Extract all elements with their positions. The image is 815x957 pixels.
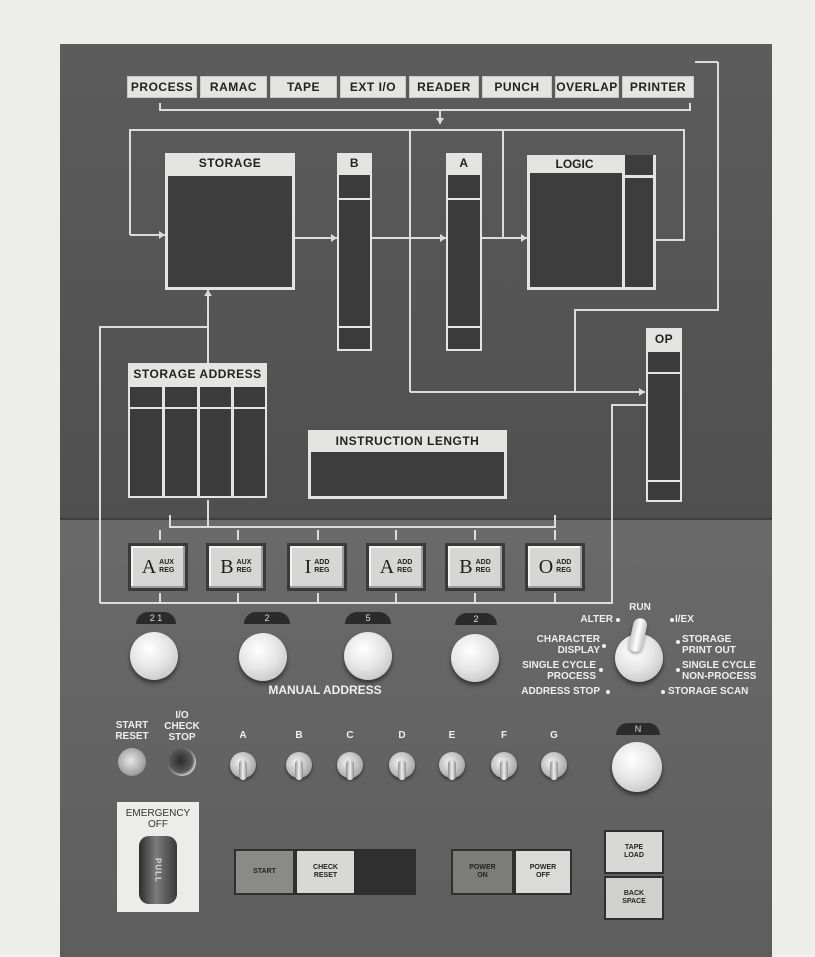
- tab-ext-io: EXT I/O: [340, 76, 406, 98]
- manual-address-knob-2[interactable]: [239, 633, 287, 681]
- mode-address-stop-label: ADDRESS STOP: [521, 686, 600, 697]
- toggle-d-label: D: [398, 730, 406, 741]
- manual-address-label: MANUAL ADDRESS: [268, 683, 382, 697]
- blank-button[interactable]: [356, 849, 416, 895]
- instruction-length-display: [308, 452, 507, 499]
- tab-overlap: OVERLAP: [555, 76, 619, 98]
- b-register-display: [337, 173, 372, 351]
- tab-tape: TAPE: [270, 76, 337, 98]
- tab-ramac: RAMAC: [200, 76, 267, 98]
- storage-address-header: STORAGE ADDRESS: [128, 363, 267, 385]
- mode-alter-label: ALTER: [580, 614, 613, 625]
- storage-header: STORAGE: [165, 153, 295, 173]
- op-register-display: [646, 350, 682, 502]
- mode-dot: [606, 690, 610, 694]
- start-button[interactable]: START: [234, 849, 295, 895]
- mode-dot: [599, 668, 603, 672]
- tab-reader: READER: [409, 76, 479, 98]
- mode-dot: [676, 640, 680, 644]
- mode-dot: [676, 668, 680, 672]
- io-check-stop-indicator: [168, 748, 196, 776]
- n-dial-readout: N: [616, 723, 660, 735]
- start-reset-button[interactable]: [118, 748, 146, 776]
- toggle-b-switch[interactable]: [295, 760, 303, 780]
- mode-dot: [616, 618, 620, 622]
- tab-punch: PUNCH: [482, 76, 552, 98]
- mode-dot: [670, 618, 674, 622]
- pull-label: PULL: [153, 857, 163, 883]
- toggle-c-switch[interactable]: [346, 760, 354, 780]
- b-register-header: B: [337, 153, 372, 173]
- toggle-g-label: G: [550, 730, 558, 741]
- n-dial-knob[interactable]: [612, 742, 662, 792]
- manual-address-dial-3-readout: 5: [345, 612, 391, 624]
- logic-display: [527, 155, 656, 290]
- logic-label: LOGIC: [527, 155, 622, 173]
- toggle-d-switch[interactable]: [398, 760, 406, 780]
- instruction-length-header: INSTRUCTION LENGTH: [308, 430, 507, 452]
- tab-printer: PRINTER: [622, 76, 694, 98]
- mode-iex-label: I/EX: [675, 614, 694, 625]
- storage-address-display: [128, 385, 267, 498]
- tab-process: PROCESS: [127, 76, 197, 98]
- manual-address-knob-3[interactable]: [344, 632, 392, 680]
- toggle-a-switch[interactable]: [239, 760, 247, 780]
- mode-run-label: RUN: [629, 602, 651, 613]
- manual-address-dial-4-readout: 2: [455, 613, 497, 625]
- mode-storage-scan-label: STORAGE SCAN: [668, 686, 749, 697]
- toggle-e-label: E: [448, 730, 456, 741]
- mode-dot: [661, 690, 665, 694]
- a-register-display: [446, 173, 482, 351]
- a-register-header: A: [446, 153, 482, 173]
- emergency-pull-handle[interactable]: PULL: [139, 836, 177, 904]
- manual-address-dial-2-readout: 2: [244, 612, 290, 624]
- op-header: OP: [646, 328, 682, 350]
- manual-address-knob-1[interactable]: [130, 632, 178, 680]
- toggle-c-label: C: [346, 730, 354, 741]
- toggle-e-switch[interactable]: [448, 760, 456, 780]
- manual-address-dial-1-readout: 2 1: [136, 612, 176, 624]
- manual-address-knob-4[interactable]: [451, 634, 499, 682]
- toggle-b-label: B: [295, 730, 303, 741]
- toggle-a-label: A: [239, 730, 247, 741]
- toggle-f-label: F: [500, 730, 508, 741]
- toggle-f-switch[interactable]: [500, 760, 508, 780]
- mode-dot: [602, 644, 606, 648]
- storage-display: [165, 173, 295, 290]
- toggle-g-switch[interactable]: [550, 760, 558, 780]
